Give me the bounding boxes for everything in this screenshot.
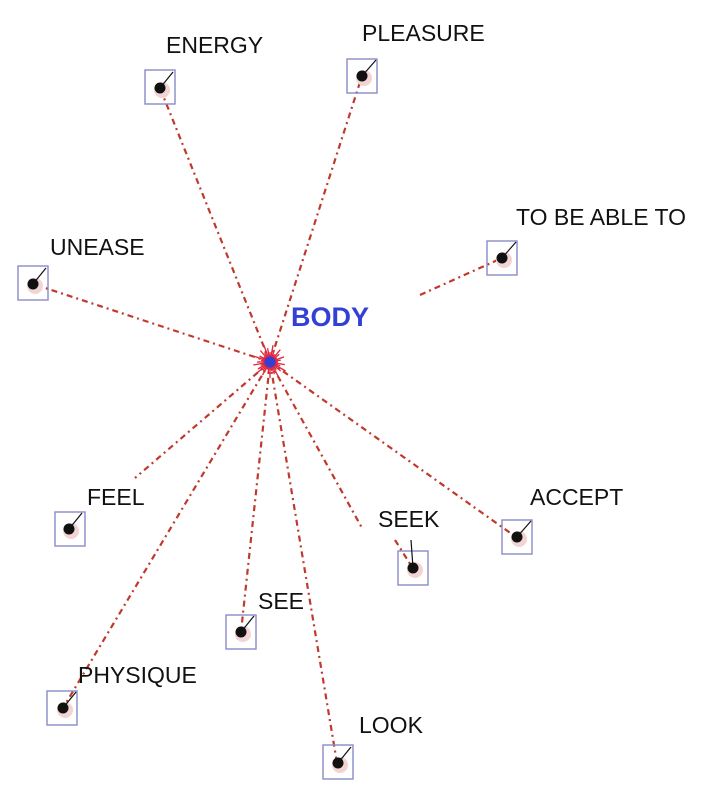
edge-unease — [32, 282, 271, 364]
node-box — [322, 744, 354, 780]
node-box — [46, 690, 78, 726]
center-node-label: BODY — [291, 302, 369, 332]
node-box — [144, 69, 176, 105]
node-unease[interactable]: UNEASE — [17, 234, 145, 301]
center-node-dot[interactable] — [264, 356, 276, 368]
node-label-pleasure: PLEASURE — [362, 20, 485, 46]
node-label-look: LOOK — [359, 712, 424, 738]
node-box — [17, 265, 49, 301]
node-pleasure[interactable]: PLEASURE — [346, 20, 485, 94]
node-physique[interactable]: PHYSIQUE — [46, 662, 197, 726]
edge-seek-tail — [394, 539, 413, 568]
edge-feel — [134, 361, 271, 479]
node-feel[interactable]: FEEL — [54, 484, 145, 547]
node-label-physique: PHYSIQUE — [78, 662, 197, 688]
edge-energy — [158, 87, 272, 363]
node-label-energy: ENERGY — [166, 32, 263, 58]
edge-pleasure — [268, 75, 364, 363]
edge-see — [239, 361, 272, 633]
node-energy[interactable]: ENERGY — [144, 32, 263, 105]
edges — [32, 75, 517, 764]
node-seek[interactable]: SEEK — [378, 506, 440, 586]
node-label-seek: SEEK — [378, 506, 440, 532]
node-see[interactable]: SEE — [225, 588, 304, 650]
edge-physique — [62, 361, 271, 709]
node-box — [501, 519, 533, 555]
node-label-see: SEE — [258, 588, 304, 614]
node-label-to-be-able-to: TO BE ABLE TO — [516, 204, 686, 230]
node-box — [54, 511, 86, 547]
node-box — [225, 614, 257, 650]
node-box — [397, 550, 429, 586]
edge-to-be-able-to — [419, 256, 503, 297]
node-to-be-able-to[interactable]: TO BE ABLE TO — [486, 204, 686, 276]
node-accept[interactable]: ACCEPT — [501, 484, 623, 555]
node-label-accept: ACCEPT — [530, 484, 623, 510]
node-box — [346, 58, 378, 94]
node-label-feel: FEEL — [87, 484, 145, 510]
edge-look — [268, 361, 339, 764]
edge-accept — [269, 361, 517, 538]
node-box — [486, 240, 518, 276]
node-label-unease: UNEASE — [50, 234, 145, 260]
node-look[interactable]: LOOK — [322, 712, 424, 780]
